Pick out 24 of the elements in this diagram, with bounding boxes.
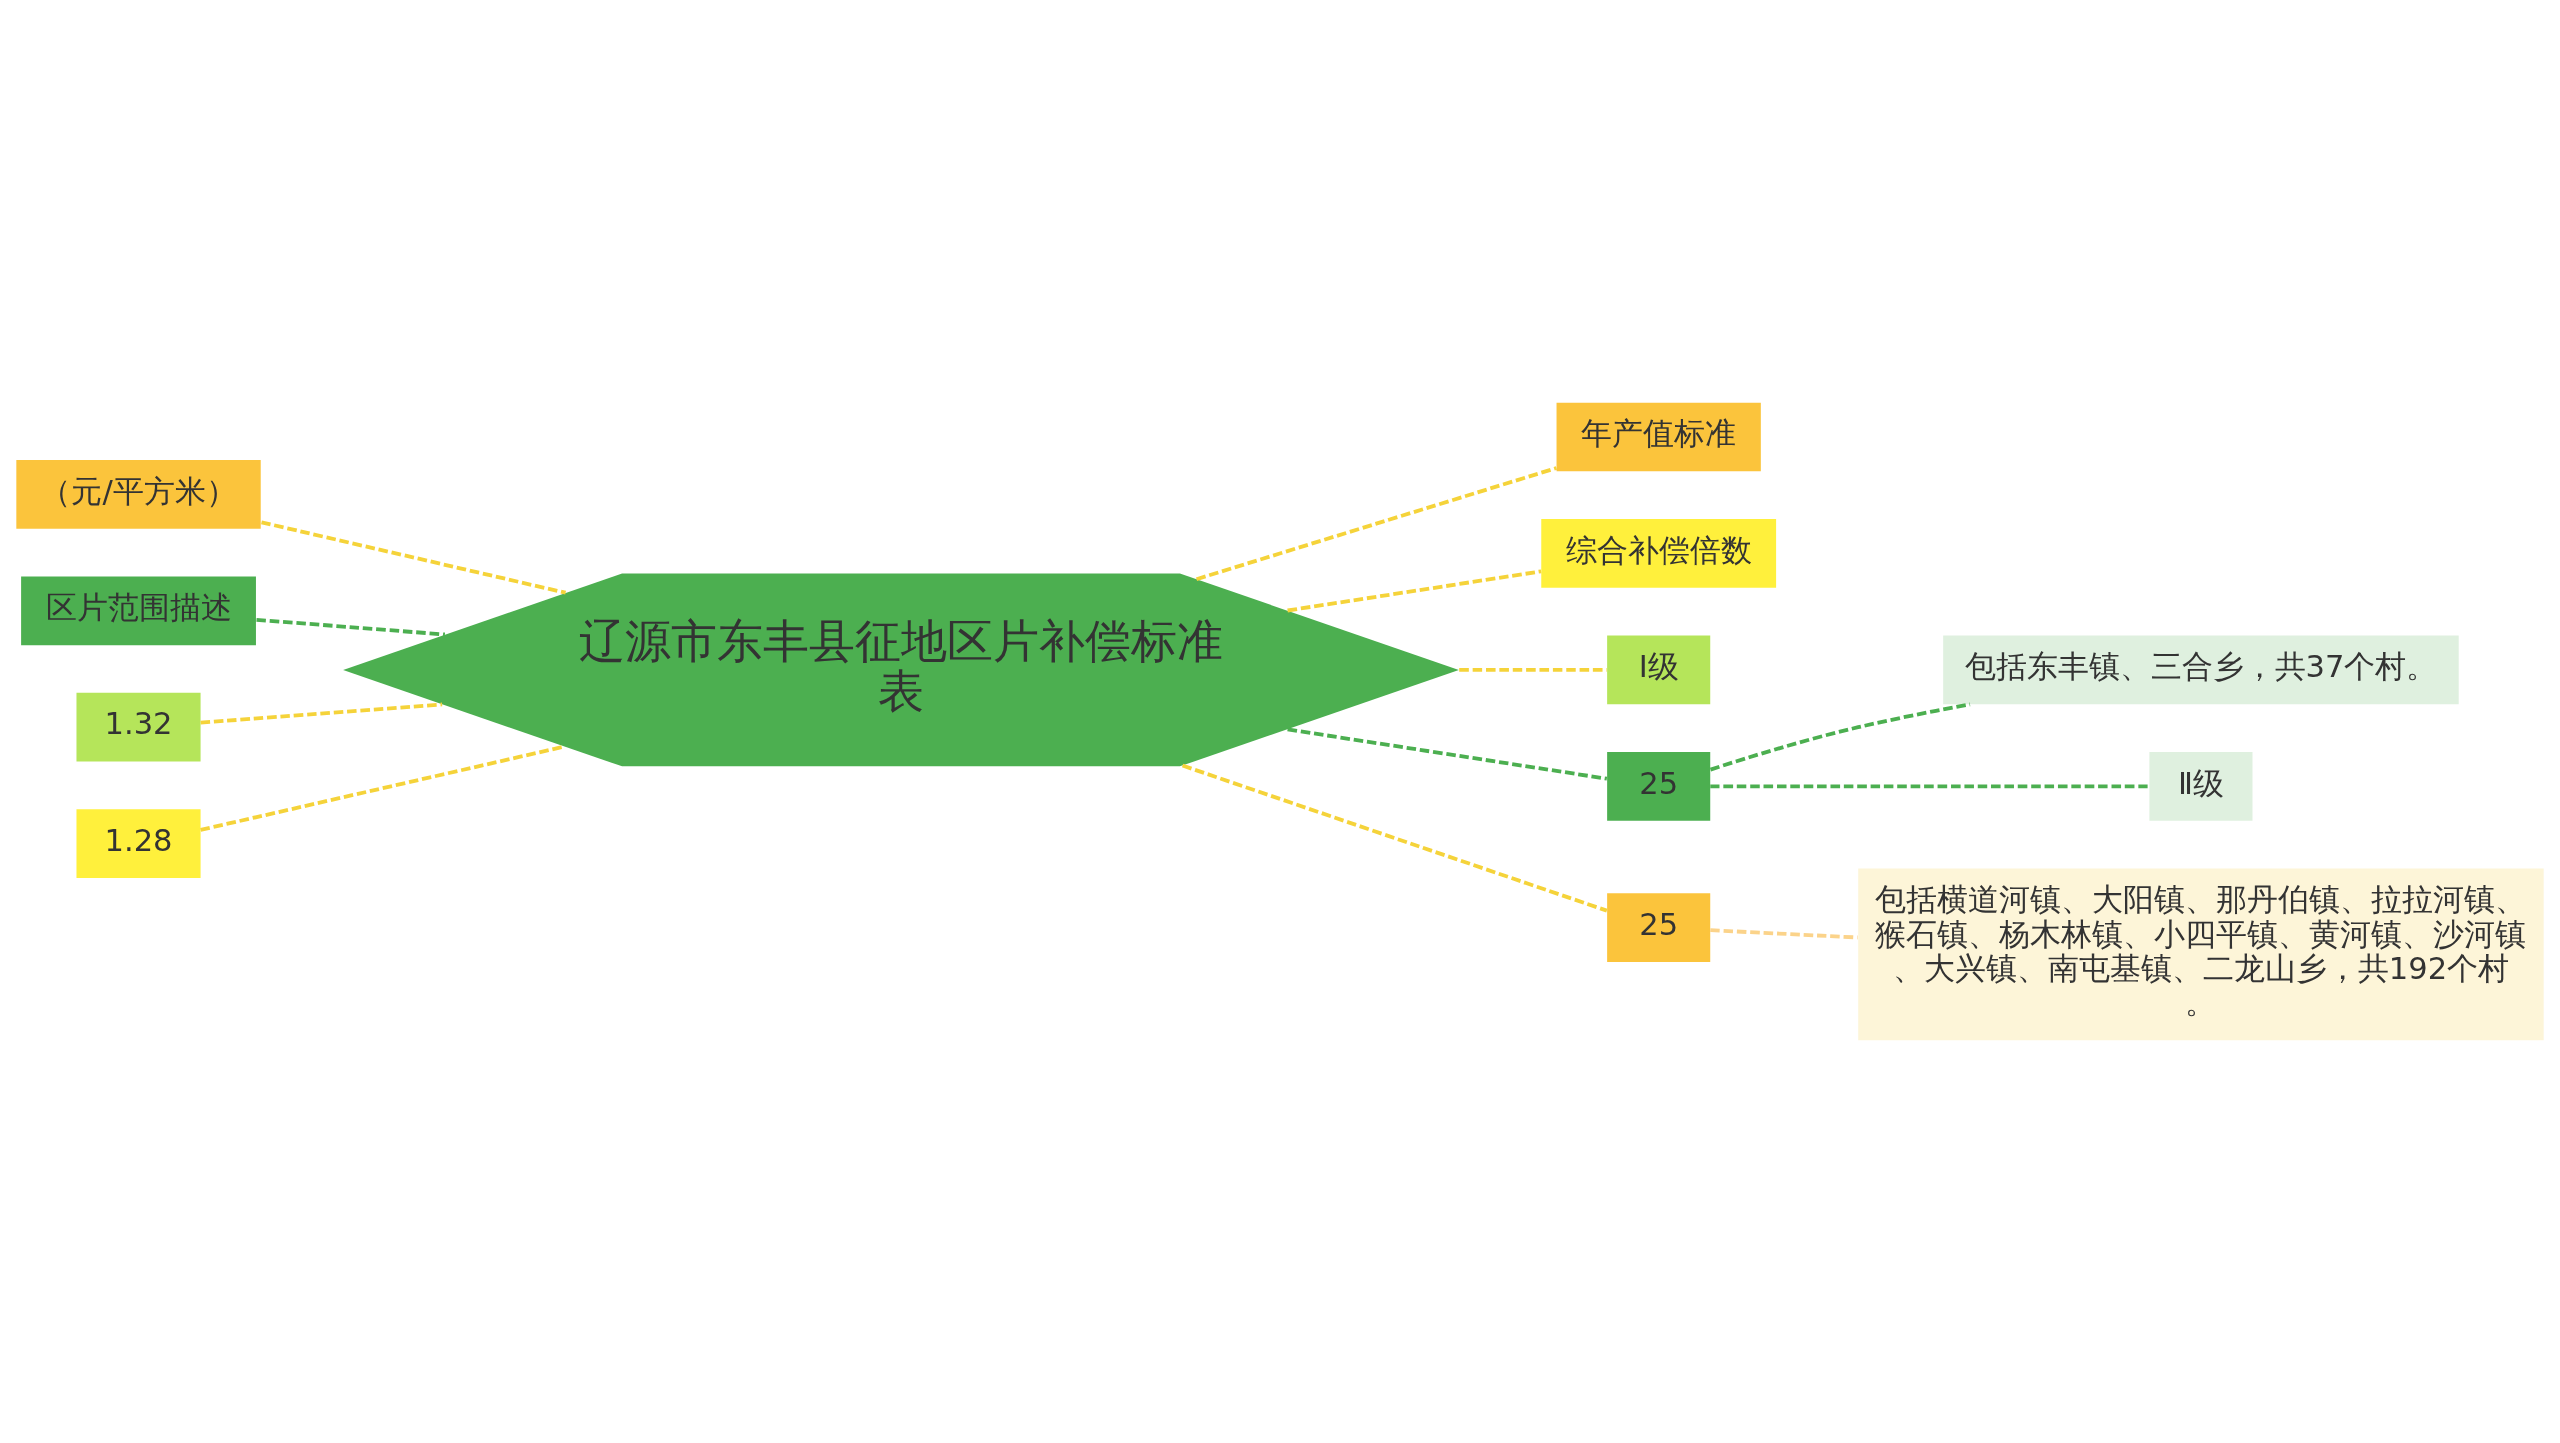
connector [261,520,567,595]
node-box: Ⅰ级 [1607,635,1711,705]
node-box: 1.32 [76,692,201,762]
node-box: Ⅱ级 [2149,752,2253,821]
node-box: 综合补偿倍数 [1541,519,1777,588]
node-box: 25 [1607,893,1711,963]
connector [1181,763,1608,913]
connector [200,702,443,725]
node-box: 包括东丰镇、三合乡，共37个村。 [1943,635,2459,705]
node-box: 1.28 [76,809,201,879]
connector [200,744,565,832]
connector [256,617,446,637]
node-box: 25 [1607,752,1711,821]
connector [1287,569,1542,613]
connector [1709,702,1971,772]
node-box: 区片范围描述 [21,576,256,646]
node-box: 年产值标准 [1556,402,1761,472]
node-box: （元/平方米） [16,459,261,529]
connector [1195,466,1558,582]
connector [1710,928,1858,940]
node-box: 包括横道河镇、大阳镇、那丹伯镇、拉拉河镇、猴石镇、杨木林镇、小四平镇、黄河镇、沙河镇、大兴镇、南屯基镇、二龙山乡，共192个村。 [1858,868,2544,1041]
connector [1287,727,1608,781]
connector [1459,668,1607,672]
connector [1710,784,2149,789]
